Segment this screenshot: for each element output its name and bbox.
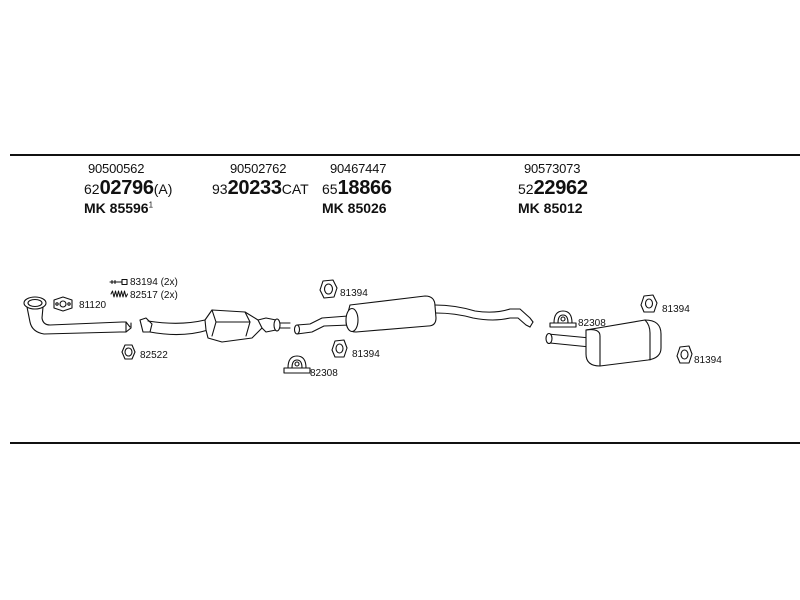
bottom-divider-line — [10, 442, 800, 444]
oe-number: 90502762 — [230, 161, 287, 176]
bolt-icon — [109, 278, 128, 286]
part-label: 81120 — [79, 300, 107, 311]
part-code: 9320233CAT — [212, 177, 309, 199]
gasket-icon — [53, 296, 73, 312]
part-label: 82308 — [578, 318, 606, 329]
part-label: 82308 — [310, 368, 338, 379]
middle-silencer — [293, 295, 534, 335]
part-label: 82517 (2x) — [130, 290, 178, 301]
part-label: 81394 — [352, 349, 380, 360]
oe-number: 90500562 — [88, 161, 145, 176]
clamp-icon — [549, 310, 577, 328]
oe-number: 90467447 — [330, 161, 387, 176]
rubber-hanger-icon — [676, 345, 693, 364]
rubber-hanger-icon — [640, 294, 658, 313]
clamp-icon — [283, 355, 311, 374]
rubber-hanger-icon — [319, 279, 338, 299]
group-front-pipe-label: 90500562 6202796(A) MK 855961 — [84, 161, 172, 216]
part-code: 5222962 — [518, 177, 588, 199]
rear-silencer — [545, 319, 662, 367]
part-label: 82522 — [140, 350, 168, 361]
group-catalyst-label: 90502762 9320233CAT — [212, 161, 309, 200]
part-label: 81394 — [694, 355, 722, 366]
mk-number: MK 85026 — [322, 200, 387, 216]
part-code: 6518866 — [322, 177, 392, 199]
top-divider-line — [10, 154, 800, 156]
group-middle-silencer-label: 90467447 6518866 MK 85026 — [322, 161, 392, 216]
part-label: 81394 — [340, 288, 368, 299]
mk-number: MK 85012 — [518, 200, 583, 216]
spring-icon — [110, 290, 128, 298]
seal-ring-icon — [121, 344, 136, 360]
part-code: 6202796(A) — [84, 177, 173, 199]
part-label: 83194 (2x) — [130, 277, 178, 288]
catalyst — [139, 309, 291, 343]
mk-number: MK 855961 — [84, 200, 154, 216]
front-pipe — [23, 296, 132, 335]
oe-number: 90573073 — [524, 161, 581, 176]
rubber-hanger-icon — [331, 339, 348, 358]
group-rear-silencer-label: 90573073 5222962 MK 85012 — [518, 161, 588, 216]
part-label: 81394 — [662, 304, 690, 315]
